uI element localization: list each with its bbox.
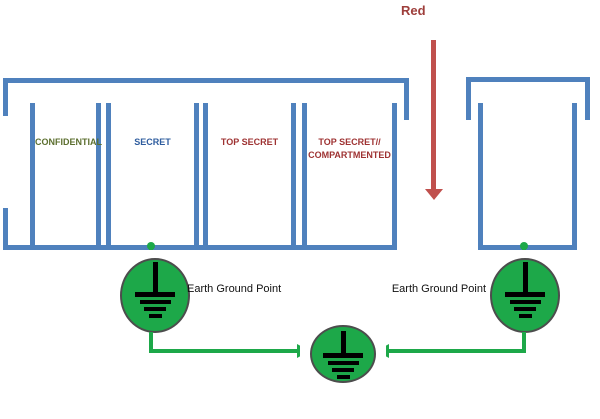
red-down-arrow-shaft <box>431 40 436 190</box>
right-horizontal-ground-line <box>389 349 524 353</box>
right-enclosure-left-drop <box>466 77 471 120</box>
earth-ground-icon <box>323 331 363 379</box>
confidential-box: CONFIDENTIAL <box>30 103 102 245</box>
secret-label: SECRET <box>134 137 171 147</box>
right-enclosure-right-drop <box>585 77 590 120</box>
secret-box: SECRET <box>106 103 199 245</box>
left-enclosure-left-rise <box>3 208 8 250</box>
earth-ground-icon <box>135 262 175 318</box>
ts-sci-label-line1: TOP SECRET// <box>318 137 381 147</box>
top-secret-box: TOP SECRET <box>203 103 296 245</box>
left-enclosure-top-bar <box>3 78 409 83</box>
left-enclosure-left-drop <box>3 78 8 116</box>
left-enclosure-bottom-bar <box>3 245 397 250</box>
right-ground-label: Earth Ground Point <box>391 283 486 295</box>
top-secret-label: TOP SECRET <box>220 137 279 147</box>
confidential-label: CONFIDENTIAL <box>35 137 102 147</box>
red-down-arrow-icon <box>425 189 443 200</box>
left-ground-drop-line <box>149 332 153 353</box>
right-inner-box <box>478 103 577 250</box>
top-secret-compartmented-label: TOP SECRET// COMPARTMENTED <box>307 136 392 162</box>
ts-sci-label-line2: COMPARTMENTED <box>308 150 391 160</box>
right-connection-dot <box>520 242 528 250</box>
left-connection-dot <box>147 242 155 250</box>
left-enclosure-right-drop <box>404 80 409 120</box>
right-ground-drop-line <box>522 332 526 353</box>
right-enclosure-top-bar <box>466 77 590 82</box>
earth-ground-icon <box>505 262 545 318</box>
left-ground-label: Earth Ground Point <box>187 283 282 295</box>
top-secret-compartmented-box: TOP SECRET// COMPARTMENTED <box>302 103 397 245</box>
red-signal-label: Red <box>401 3 426 18</box>
left-horizontal-ground-line <box>151 349 297 353</box>
